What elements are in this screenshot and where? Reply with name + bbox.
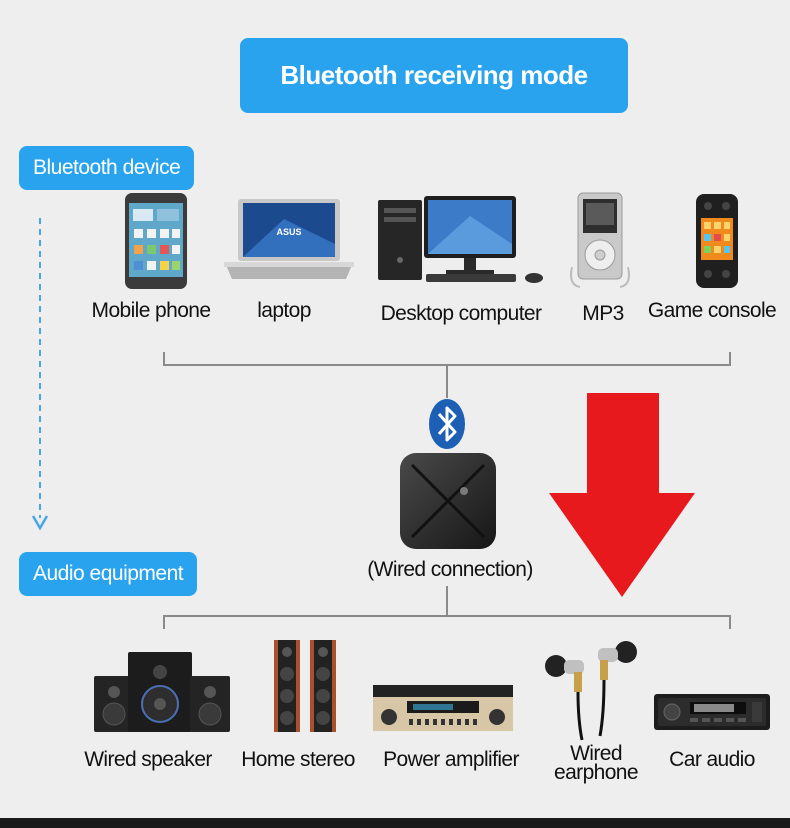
bottom-border <box>0 818 790 828</box>
desktop-computer-icon <box>378 196 543 283</box>
connection-label: (Wired connection) <box>367 558 533 581</box>
page-title: Bluetooth receiving mode <box>240 38 628 113</box>
device-label-laptop: laptop <box>257 299 311 322</box>
power-amplifier-icon <box>373 685 513 731</box>
mobile-phone-icon <box>125 193 187 289</box>
laptop-icon: ASUS <box>224 199 354 279</box>
home-stereo-icon <box>274 640 336 732</box>
svg-text:ASUS: ASUS <box>276 227 301 237</box>
wired-speaker-icon <box>94 652 230 732</box>
audio-label-wired-earphone-line2: earphone <box>554 761 639 784</box>
audio-label-wired-earphone: Wired earphone <box>548 742 644 784</box>
bluetooth-device-label: Bluetooth device <box>19 146 195 190</box>
bottom-connector-left-tick <box>163 615 165 629</box>
device-label-desktop-computer: Desktop computer <box>380 302 542 325</box>
audio-label-power-amplifier: Power amplifier <box>383 748 519 771</box>
bluetooth-icon <box>429 399 465 449</box>
top-connector-stem <box>446 364 448 398</box>
top-connector-right-tick <box>729 352 731 366</box>
device-label-mp3: MP3 <box>582 302 624 325</box>
audio-label-wired-speaker: Wired speaker <box>84 748 212 771</box>
device-label-game-console: Game console <box>647 299 777 322</box>
top-connector-left-tick <box>163 352 165 366</box>
mp3-player-icon <box>570 192 630 288</box>
audio-label-car-audio: Car audio <box>669 748 755 771</box>
bluetooth-receiver-icon <box>400 453 496 549</box>
dashed-down-arrow-icon <box>31 218 49 531</box>
game-console-icon <box>696 194 738 288</box>
device-label-mobile-phone: Mobile phone <box>91 299 212 322</box>
wired-earphone-icon <box>545 641 637 741</box>
audio-label-home-stereo: Home stereo <box>241 748 355 771</box>
bottom-connector-line <box>163 615 731 617</box>
red-down-arrow-icon <box>549 393 695 597</box>
car-audio-icon <box>654 694 770 730</box>
bottom-connector-stem <box>446 586 448 616</box>
audio-equipment-label: Audio equipment <box>19 552 198 596</box>
bottom-connector-right-tick <box>729 615 731 629</box>
audio-label-wired-earphone-line1: Wired <box>570 742 622 765</box>
